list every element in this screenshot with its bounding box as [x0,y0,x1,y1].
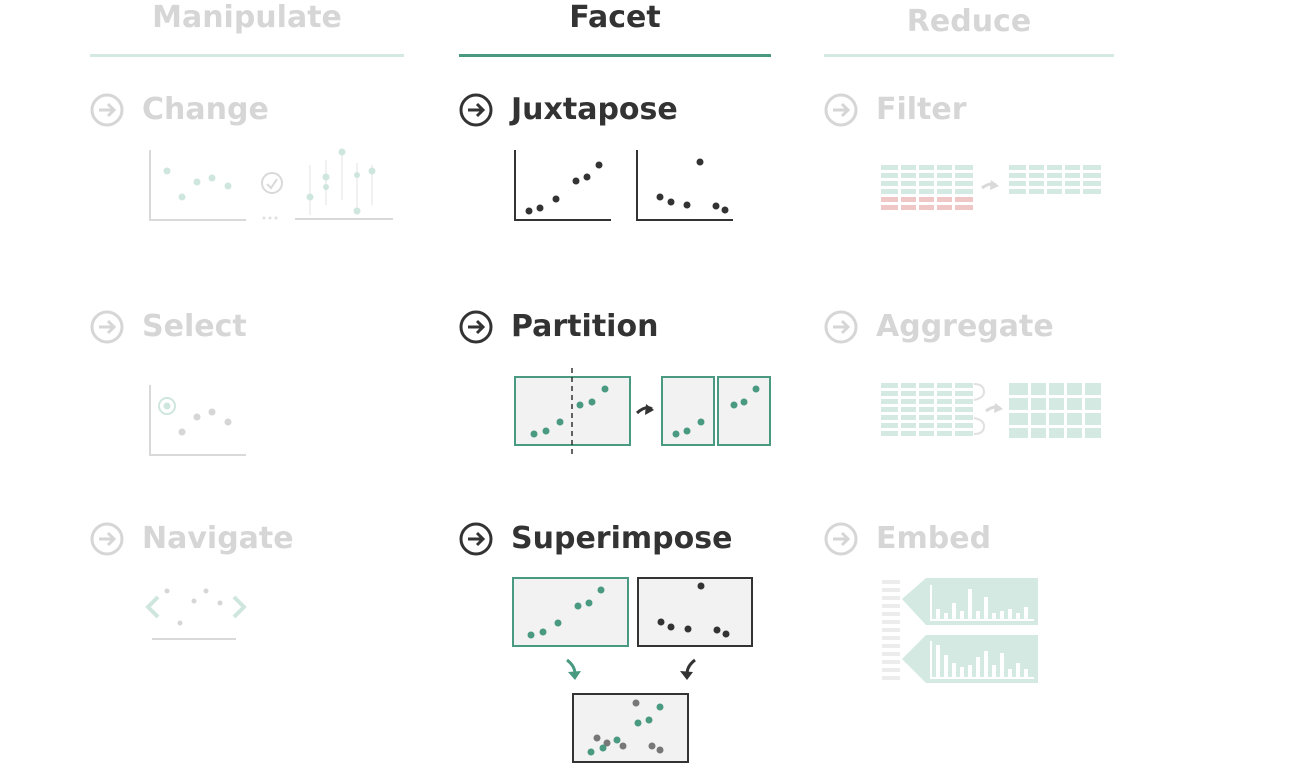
arrow-circle-icon [90,93,124,126]
item-partition[interactable]: Partition [459,309,658,344]
item-label-change: Change [142,92,269,127]
partition-glyph [514,368,771,455]
arrow-circle-icon [824,522,858,555]
item-filter[interactable]: Filter [824,92,967,127]
item-embed[interactable]: Embed [824,521,991,556]
item-juxtapose[interactable]: Juxtapose [459,92,678,127]
item-label-filter: Filter [876,92,967,127]
column-underline-manipulate [90,54,404,57]
column-underline-reduce [824,54,1114,57]
item-label-aggregate: Aggregate [876,309,1054,344]
item-label-embed: Embed [876,521,992,556]
item-label-select: Select [142,309,247,344]
column-title-facet[interactable]: Facet [569,0,661,35]
item-label-juxtapose: Juxtapose [511,92,678,127]
embed-glyph [882,578,1038,683]
filter-glyph [881,160,1101,215]
select-glyph [149,385,246,456]
item-select[interactable]: Select [90,309,247,344]
column-title-reduce[interactable]: Reduce [906,4,1032,39]
arrow-circle-icon [459,522,493,555]
item-label-partition: Partition [511,309,659,344]
column-title-manipulate[interactable]: Manipulate [152,0,342,35]
arrow-circle-icon [459,310,493,343]
superimpose-glyph [512,577,753,763]
item-change[interactable]: Change [90,92,269,127]
navigate-glyph [145,588,247,640]
item-navigate[interactable]: Navigate [90,521,294,556]
arrow-circle-icon [90,310,124,343]
item-superimpose[interactable]: Superimpose [459,521,732,556]
arrow-circle-icon [824,93,858,126]
item-aggregate[interactable]: Aggregate [824,309,1054,344]
arrow-circle-icon [459,93,493,126]
item-label-navigate: Navigate [142,521,294,556]
arrow-circle-icon [824,310,858,343]
aggregate-glyph [881,378,1101,440]
item-label-superimpose: Superimpose [511,521,733,556]
change-glyph [149,148,393,221]
juxtapose-glyph [514,150,733,221]
column-underline-facet [459,54,771,57]
arrow-circle-icon [90,522,124,555]
